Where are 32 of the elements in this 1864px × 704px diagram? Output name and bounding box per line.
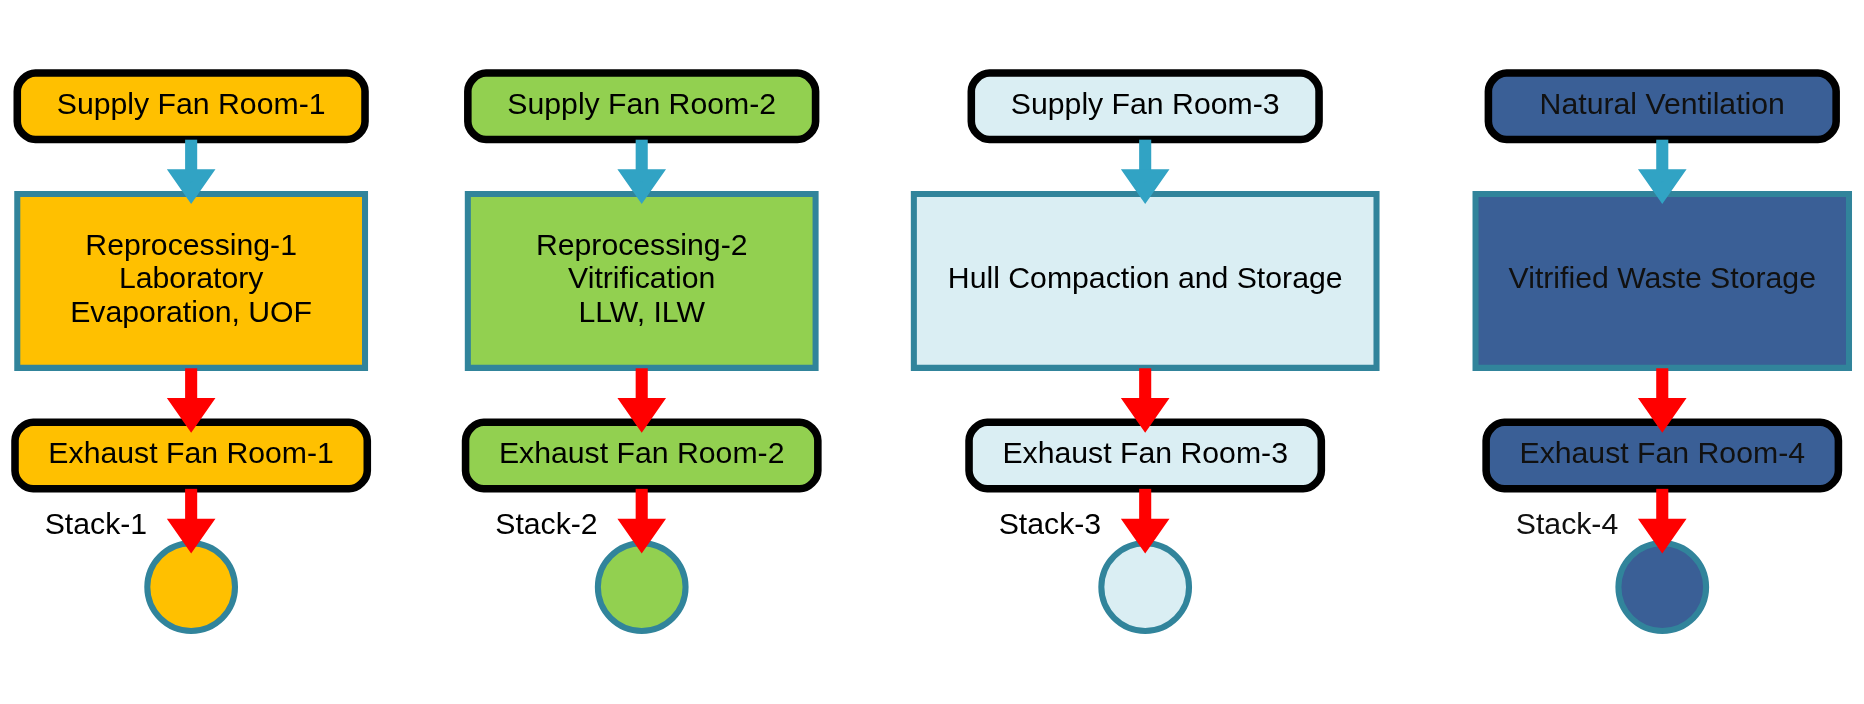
arrow [617, 139, 667, 204]
arrow [1637, 488, 1687, 554]
node-label: Stack-4 [1515, 507, 1619, 541]
arrow [1120, 139, 1170, 204]
node-box: Supply Fan Room-3 [967, 69, 1323, 144]
node-box: Supply Fan Room-1 [13, 69, 369, 144]
node-circle [1615, 540, 1710, 634]
node-label: Stack-2 [495, 507, 598, 541]
node-circle [144, 540, 239, 634]
arrow [1120, 488, 1170, 554]
node-box: Exhaust Fan Room-4 [1482, 418, 1843, 493]
node-box: Hull Compaction and Storage [910, 190, 1380, 371]
arrow [166, 139, 216, 204]
arrow [1637, 139, 1687, 204]
arrow [166, 488, 216, 554]
arrow [617, 368, 667, 433]
node-circle [1098, 540, 1193, 634]
node-box: Natural Ventilation [1484, 69, 1840, 144]
node-box: Vitrified Waste Storage [1472, 190, 1852, 371]
arrow [617, 488, 667, 554]
node-box: Exhaust Fan Room-3 [965, 418, 1326, 493]
arrow [166, 368, 216, 433]
node-box: Reprocessing-1 Laboratory Evaporation, UOF [14, 190, 369, 371]
node-circle [594, 540, 689, 634]
node-box: Supply Fan Room-2 [464, 69, 820, 144]
node-label: Stack-3 [998, 507, 1102, 541]
arrow [1637, 368, 1687, 433]
node-box: Exhaust Fan Room-2 [461, 418, 822, 493]
node-box: Exhaust Fan Room-1 [11, 418, 372, 493]
node-box: Reprocessing-2 Vitrification LLW, ILW [464, 190, 819, 371]
node-label: Stack-1 [44, 507, 148, 541]
arrow [1120, 368, 1170, 433]
